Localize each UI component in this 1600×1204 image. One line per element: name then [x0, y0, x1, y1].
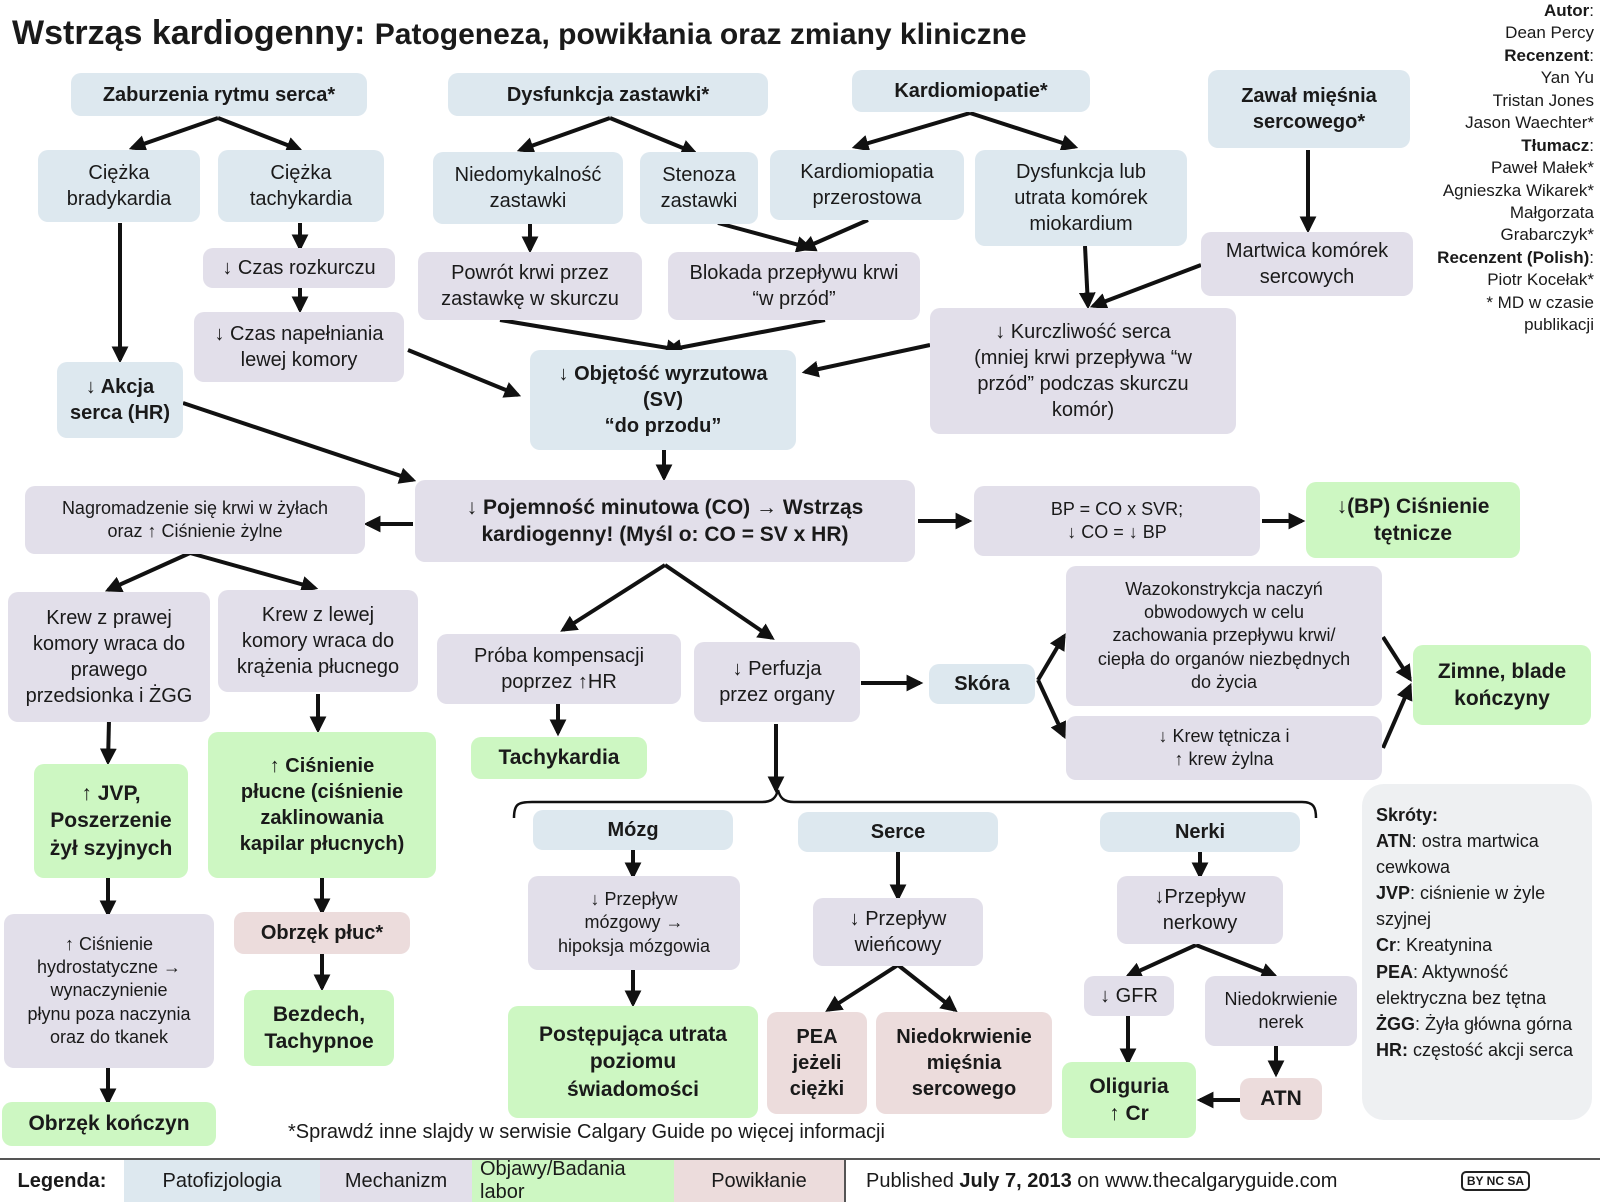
- node-tachycardia-severe: Ciężka tachykardia: [218, 150, 384, 222]
- node-atn: ATN: [1240, 1078, 1322, 1120]
- published-site: on www.thecalgaryguide.com: [1071, 1169, 1338, 1192]
- credit-label: Recenzent (Polish): [1437, 247, 1590, 267]
- node-lv-backflow: Krew z lewej komory wraca do krążenia pł…: [218, 590, 418, 692]
- published-info: Published July 7, 2013 on www.thecalgary…: [866, 1169, 1338, 1192]
- node-bp-formula: BP = CO x SVR; ↓ CO = ↓ BP: [974, 486, 1260, 556]
- credit-note: * MD w czasie: [1486, 292, 1594, 312]
- node-jvp: ↑ JVP, Poszerzenie żył szyjnych: [34, 764, 188, 878]
- node-tachycardia: Tachykardia: [471, 737, 647, 779]
- node-renal-ischemia: Niedokrwienie nerek: [1205, 976, 1357, 1046]
- node-kidneys: Nerki: [1100, 812, 1300, 852]
- node-bradycardia: Ciężka bradykardia: [38, 150, 200, 222]
- credit-name: Tristan Jones: [1492, 90, 1594, 110]
- credits: Autor: Dean Percy Recenzent: Yan Yu Tris…: [1394, 0, 1594, 337]
- node-hypertrophic-cardiomyopathy: Kardiomiopatia przerostowa: [770, 150, 964, 220]
- credit-name: Jason Waechter*: [1465, 113, 1594, 133]
- credit-name: Yan Yu: [1540, 68, 1594, 88]
- node-organ-perfusion: ↓ Perfuzja przez organy: [694, 642, 860, 722]
- node-cardiomyopathies: Kardiomiopatie*: [852, 70, 1090, 112]
- node-blood-mix: ↓ Krew tętnicza i ↑ krew żylna: [1066, 716, 1382, 780]
- node-cardiac-necrosis: Martwica komórek sercowych: [1201, 232, 1413, 296]
- node-cardiac-output-shock: ↓ Pojemność minutowa (CO) → Wstrząs kard…: [415, 480, 915, 562]
- abbreviation-item: Cr: Kreatynina: [1376, 935, 1493, 956]
- cc-license-icon: BY NC SA: [1422, 1160, 1534, 1202]
- abbreviation-item: ATN: ostra martwica cewkowa: [1376, 831, 1539, 878]
- node-diastole-time: ↓ Czas rozkurczu: [203, 248, 395, 288]
- credit-note: publikacji: [1524, 315, 1594, 335]
- title-subtitle: Patogeneza, powikłania oraz zmiany klini…: [374, 18, 1027, 51]
- node-vasoconstriction: Wazokonstrykcja naczyń obwodowych w celu…: [1066, 566, 1382, 706]
- node-heart-rate-down: ↓ Akcja serca (HR): [57, 362, 183, 438]
- node-rv-backflow: Krew z prawej komory wraca do prawego pr…: [8, 592, 210, 722]
- node-myocardial-ischemia: Niedokrwienie mięśnia sercowego: [876, 1012, 1052, 1114]
- node-coronary-flow: ↓ Przepływ wieńcowy: [813, 898, 983, 966]
- credit-label: Tłumacz: [1521, 135, 1590, 155]
- node-cold-pale-limbs: Zimne, blade kończyny: [1413, 645, 1591, 725]
- node-dyspnea: Bezdech, Tachypnoe: [244, 990, 394, 1066]
- abbreviation-item: PEA: Aktywność elektryczna bez tętna: [1376, 961, 1547, 1008]
- node-limb-edema: Obrzęk kończyn: [2, 1102, 216, 1146]
- legend-mechanism: Mechanizm: [320, 1160, 472, 1202]
- node-cerebral-flow: ↓ Przepływ mózgowy → hipoksja mózgowia: [528, 876, 740, 970]
- node-brain: Mózg: [533, 810, 733, 850]
- node-pulmonary-edema: Obrzęk płuc*: [234, 912, 410, 954]
- node-skin: Skóra: [929, 664, 1035, 704]
- legend-title: Legenda:: [17, 1169, 107, 1192]
- page-title: Wstrząs kardiogenny: Patogeneza, powikła…: [12, 14, 1027, 53]
- node-pulmonary-pressure: ↑ Ciśnienie płucne (ciśnienie zaklinowan…: [208, 732, 436, 878]
- abbreviations-heading: Skróty:: [1376, 805, 1439, 825]
- abbreviation-item: ŻGG: Żyła główna górna: [1376, 1013, 1573, 1034]
- legend-signs: Objawy/Badania labor: [472, 1158, 674, 1203]
- node-myocyte-loss: Dysfunkcja lub utrata komórek miokardium: [975, 150, 1187, 246]
- node-renal-flow: ↓Przepływ nerkowy: [1117, 876, 1283, 944]
- node-consciousness-loss: Postępująca utrata poziomu świadomości: [508, 1006, 758, 1118]
- node-valve-stenosis: Stenoza zastawki: [640, 152, 758, 224]
- credit-name: Piotr Kocełak*: [1487, 270, 1594, 290]
- footnote: *Sprawdź inne slajdy w serwisie Calgary …: [288, 1121, 885, 1143]
- legend-bar: Legenda: Patofizjologia Mechanizm Objawy…: [0, 1158, 1600, 1203]
- node-oliguria: Oliguria ↑ Cr: [1062, 1062, 1196, 1138]
- node-gfr: ↓ GFR: [1084, 976, 1174, 1016]
- published-date: July 7, 2013: [959, 1169, 1072, 1192]
- title-main: Wstrząs kardiogenny:: [12, 14, 366, 52]
- credit-label: Autor: [1543, 1, 1590, 20]
- node-hydrostatic-pressure: ↑ Ciśnienie hydrostatyczne → wynaczynien…: [4, 914, 214, 1068]
- credit-name: Paweł Małek*: [1491, 158, 1594, 178]
- node-regurgitant-backflow: Powrót krwi przez zastawkę w skurczu: [418, 252, 642, 320]
- credit-name: Małgorzata: [1509, 202, 1594, 222]
- node-forward-flow-block: Blokada przepływu krwi “w przód”: [668, 252, 920, 320]
- node-venous-congestion: Nagromadzenie się krwi w żyłach oraz ↑ C…: [25, 486, 365, 554]
- node-myocardial-infarction: Zawał mięśnia sercowego*: [1208, 70, 1410, 148]
- credit-name: Agnieszka Wikarek*: [1442, 180, 1594, 200]
- node-reduced-contractility: ↓ Kurczliwość serca (mniej krwi przepływ…: [930, 308, 1236, 434]
- credit-name: Grabarczyk*: [1500, 225, 1594, 245]
- abbreviations-panel: Skróty: ATN: ostra martwica cewkowa JVP:…: [1362, 784, 1592, 1120]
- legend-complication: Powikłanie: [674, 1160, 846, 1202]
- node-arrhythmia: Zaburzenia rytmu serca*: [71, 73, 367, 116]
- cc-license-badge: BY NC SA: [1460, 1171, 1530, 1191]
- node-lv-filling-time: ↓ Czas napełniania lewej komory: [194, 312, 404, 382]
- node-valve-dysfunction: Dysfunkcja zastawki*: [448, 73, 768, 116]
- node-stroke-volume-down: ↓ Objętość wyrzutowa (SV) “do przodu”: [530, 350, 796, 450]
- credit-label: Recenzent: [1504, 45, 1590, 65]
- abbreviation-item: JVP: ciśnienie w żyle szyjnej: [1376, 883, 1546, 930]
- node-pea: PEA jeżeli ciężki: [767, 1012, 867, 1114]
- node-compensation-attempt: Próba kompensacji poprzez ↑HR: [437, 634, 681, 704]
- credit-name: Dean Percy: [1505, 23, 1594, 43]
- abbreviation-item: HR: częstość akcji serca: [1376, 1039, 1574, 1060]
- node-blood-pressure-down: ↓(BP) Ciśnienie tętnicze: [1306, 482, 1520, 558]
- node-heart: Serce: [798, 812, 998, 852]
- legend-pathophysiology: Patofizjologia: [124, 1160, 320, 1202]
- node-valve-regurgitation: Niedomykalność zastawki: [433, 152, 623, 224]
